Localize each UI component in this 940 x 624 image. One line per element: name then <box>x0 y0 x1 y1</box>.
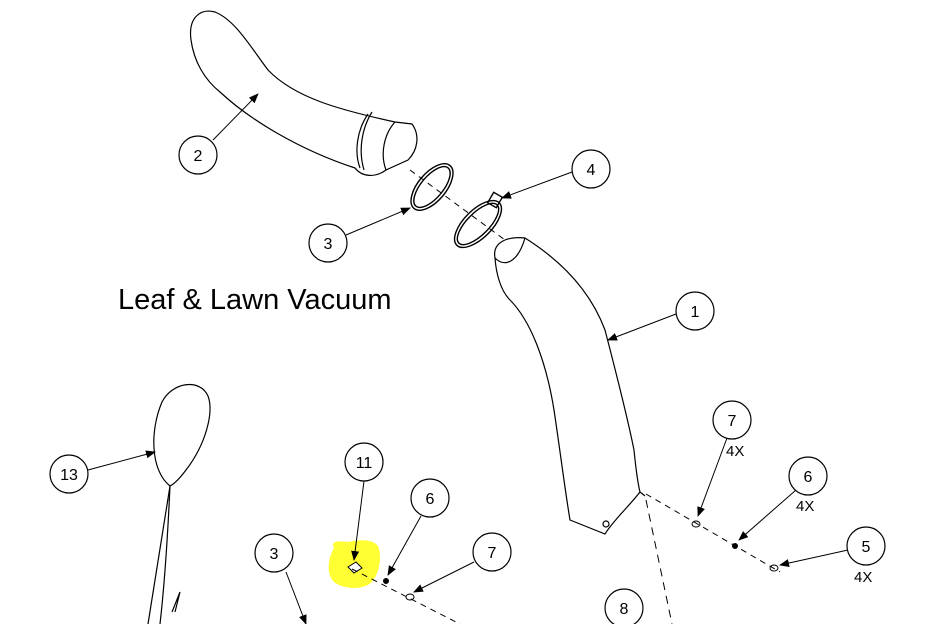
upper-tube-part <box>189 10 418 176</box>
hardware-left <box>347 561 461 624</box>
callout-number: 1 <box>691 304 700 321</box>
callout-6-right: 6 <box>788 456 828 496</box>
callout-number: 7 <box>728 413 737 430</box>
callout-number: 8 <box>620 601 629 618</box>
callout-7-left: 7 <box>472 532 512 572</box>
callout-number: 6 <box>426 491 435 508</box>
callout-1: 1 <box>675 291 715 331</box>
quantity-label-6: 4X <box>796 498 815 515</box>
leader-lines <box>87 93 849 624</box>
callout-number: 3 <box>270 546 279 563</box>
callout-number: 5 <box>862 539 871 556</box>
callout-3-upper: 3 <box>308 223 348 263</box>
callout-5: 5 <box>846 526 886 566</box>
callout-4: 4 <box>571 149 611 189</box>
callout-7-right: 7 <box>712 400 752 440</box>
callout-3-lower: 3 <box>254 533 294 573</box>
callout-number: 11 <box>356 455 373 472</box>
hardware-right <box>645 493 781 624</box>
callout-number: 13 <box>60 467 78 484</box>
quantity-label-7: 4X <box>726 443 745 460</box>
center-line <box>409 169 506 241</box>
hose-clamp-part <box>453 191 504 249</box>
callout-number: 7 <box>488 545 497 562</box>
callout-13: 13 <box>49 454 89 494</box>
callout-number: 3 <box>324 236 333 253</box>
callout-number: 4 <box>587 162 596 179</box>
quantity-label-5: 4X <box>854 569 873 586</box>
callout-number: 2 <box>194 148 203 165</box>
callout-6-left: 6 <box>410 478 450 518</box>
lower-tube-part <box>494 237 646 535</box>
callout-8: 8 <box>604 588 644 624</box>
clamp-ring-part <box>410 163 454 211</box>
callout-number: 6 <box>804 469 813 486</box>
callout-2: 2 <box>178 135 218 175</box>
diagram-title: Leaf & Lawn Vacuum <box>118 284 392 316</box>
bag-part <box>147 383 211 624</box>
callout-11: 11 <box>344 442 384 482</box>
